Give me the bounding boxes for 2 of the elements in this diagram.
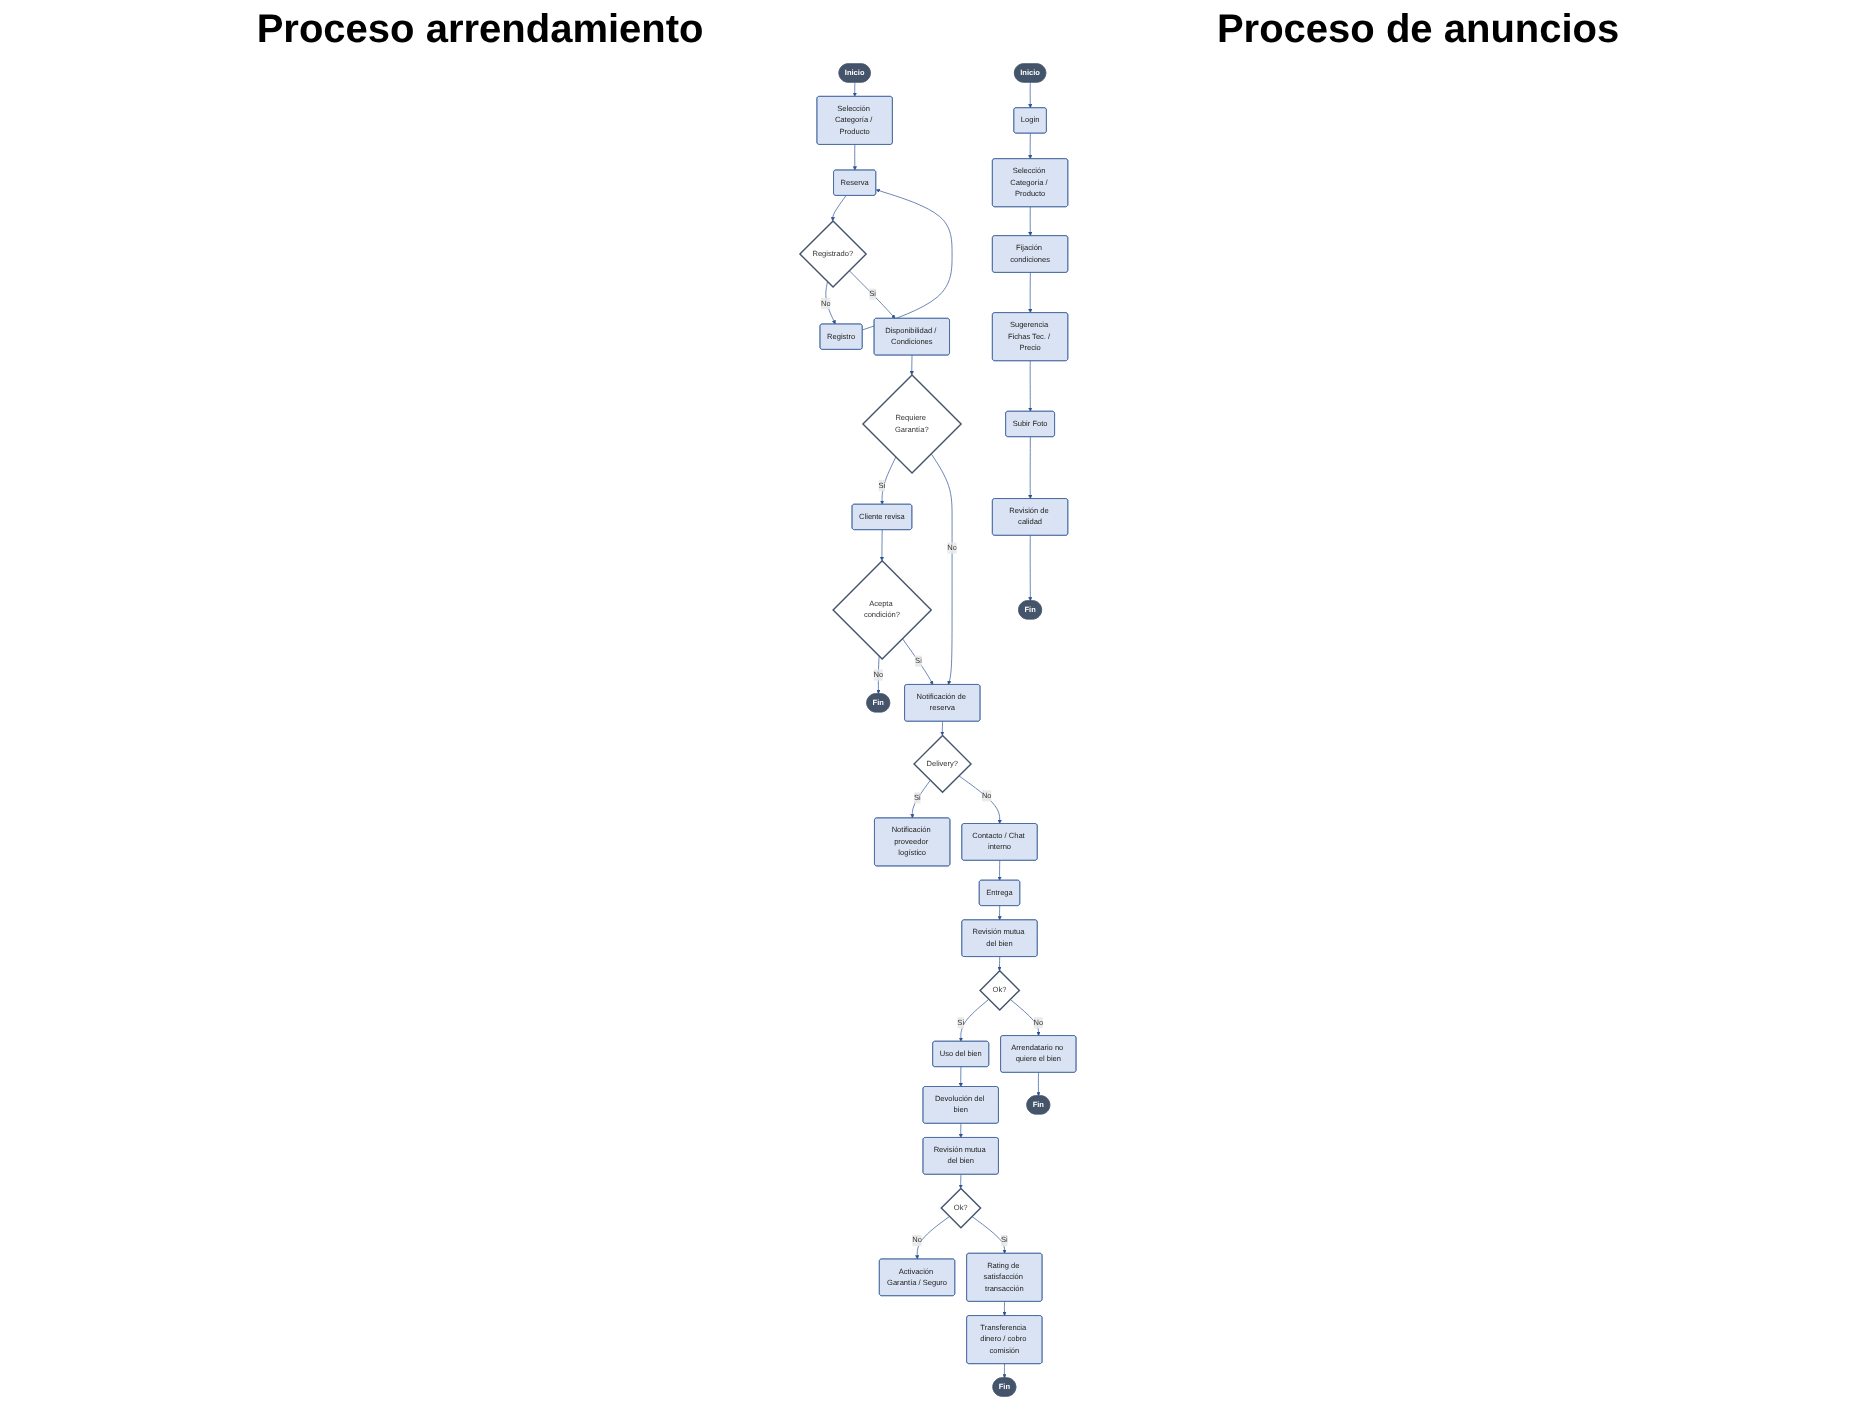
section-heading: Proceso arrendamiento (256, 7, 704, 53)
section-heading: Proceso de anuncios (1216, 7, 1620, 53)
